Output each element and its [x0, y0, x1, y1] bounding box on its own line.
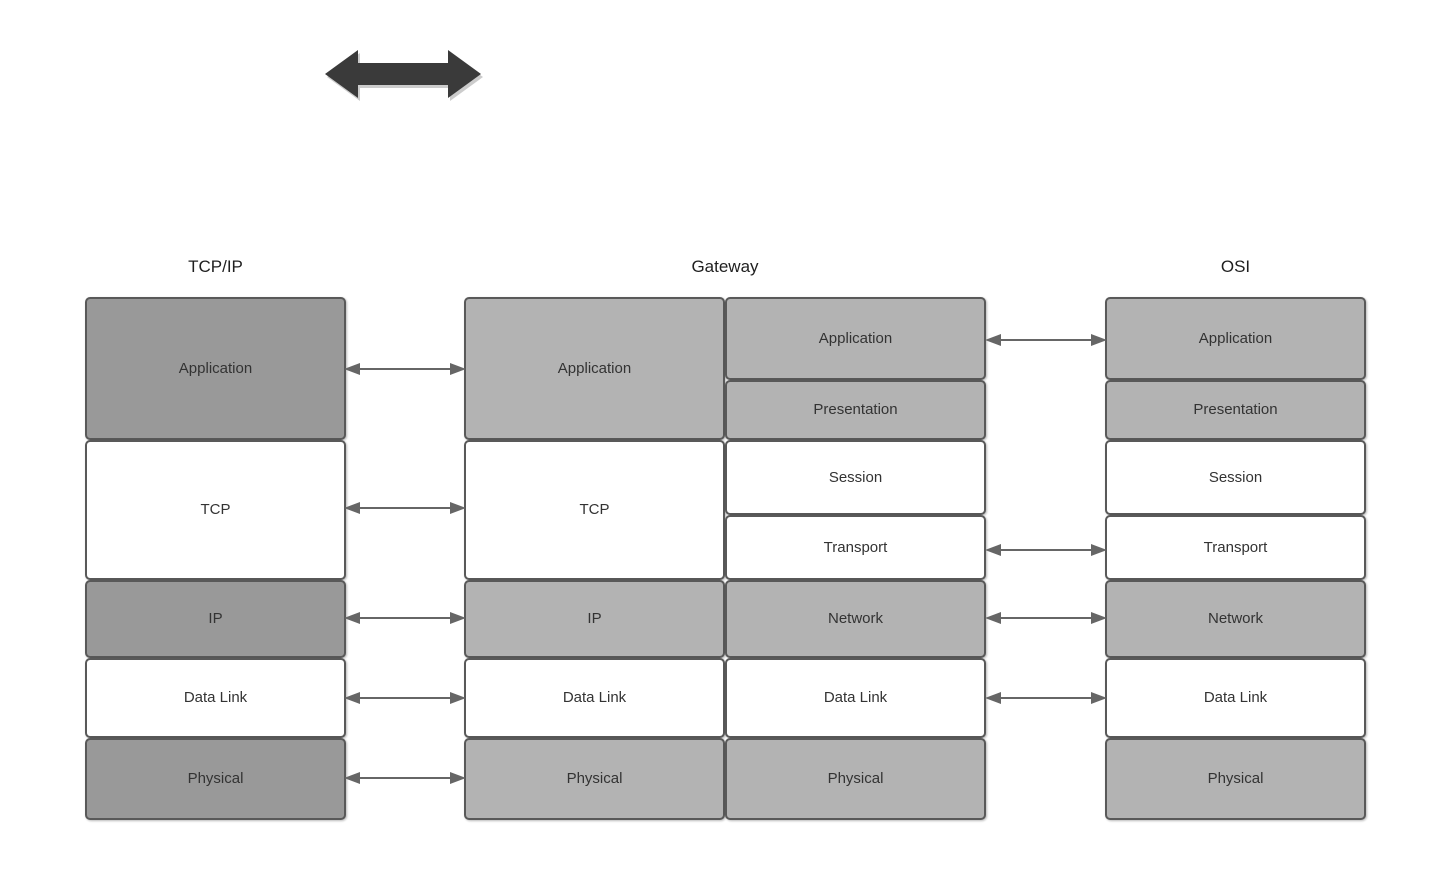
layer-osi-application[interactable]: Application: [1105, 297, 1366, 380]
layer-tcpip-application[interactable]: Application: [85, 297, 346, 440]
layer-gateway-osi-session[interactable]: Session: [725, 440, 986, 515]
layer-gateway-osi-transport[interactable]: Transport: [725, 515, 986, 580]
connector-gateway-osi-datalink: [985, 687, 1107, 709]
layer-gateway-tcp[interactable]: TCP: [464, 440, 725, 580]
layer-osi-session[interactable]: Session: [1105, 440, 1366, 515]
connector-tcpip-gateway-ip: [344, 607, 466, 629]
layer-tcpip-physical[interactable]: Physical: [85, 738, 346, 820]
column-caption-tcpip: TCP/IP: [188, 257, 243, 276]
layer-gateway-ip[interactable]: IP: [464, 580, 725, 658]
column-caption-gateway: Gateway: [691, 257, 759, 276]
layer-osi-datalink[interactable]: Data Link: [1105, 658, 1366, 738]
layer-gateway-osi-network[interactable]: Network: [725, 580, 986, 658]
layer-tcpip-ip[interactable]: IP: [85, 580, 346, 658]
layer-gateway-osi-application[interactable]: Application: [725, 297, 986, 380]
layer-osi-network[interactable]: Network: [1105, 580, 1366, 658]
layer-gateway-application[interactable]: Application: [464, 297, 725, 440]
connector-tcpip-gateway-physical: [344, 767, 466, 789]
bidirectional-communication-arrow: [325, 48, 485, 106]
layer-gateway-osi-physical[interactable]: Physical: [725, 738, 986, 820]
connector-gateway-osi-network: [985, 607, 1107, 629]
layer-gateway-physical[interactable]: Physical: [464, 738, 725, 820]
layer-gateway-datalink[interactable]: Data Link: [464, 658, 725, 738]
layer-gateway-osi-presentation[interactable]: Presentation: [725, 380, 986, 440]
layer-tcpip-datalink[interactable]: Data Link: [85, 658, 346, 738]
connector-tcpip-gateway-application: [344, 358, 466, 380]
layer-tcpip-tcp[interactable]: TCP: [85, 440, 346, 580]
connector-gateway-osi-transport: [985, 539, 1107, 561]
connector-tcpip-gateway-datalink: [344, 687, 466, 709]
connector-gateway-osi-application: [985, 329, 1107, 351]
connector-tcpip-gateway-tcp: [344, 497, 466, 519]
layer-osi-presentation[interactable]: Presentation: [1105, 380, 1366, 440]
layer-osi-transport[interactable]: Transport: [1105, 515, 1366, 580]
layer-gateway-osi-datalink[interactable]: Data Link: [725, 658, 986, 738]
layer-osi-physical[interactable]: Physical: [1105, 738, 1366, 820]
column-caption-osi: OSI: [1220, 257, 1251, 276]
